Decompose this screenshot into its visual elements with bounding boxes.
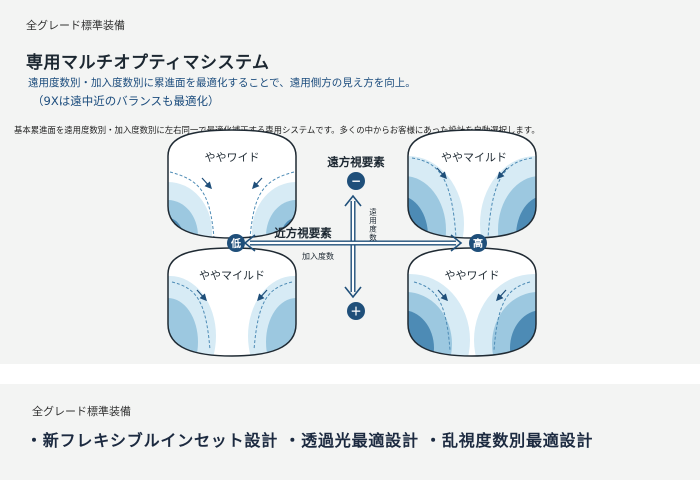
high-indicator <box>469 234 487 252</box>
lens-top-right <box>407 129 537 239</box>
svg-text:高: 高 <box>473 237 483 250</box>
lens-arrow-left <box>436 167 447 180</box>
lens-bottom-left <box>167 247 297 357</box>
feature-list: ・新フレキシブルインセット設計 ・透過光最適設計 ・乱視度数別最適設計 <box>26 431 594 450</box>
subtitle-note: （9Xは遠中近のバランスも最適化） <box>32 94 220 108</box>
description: 基本累進面を遠用度数別・加入度数別に左右同一で最適化補正する専用システムです。多… <box>14 125 540 135</box>
far-power-axis <box>344 194 362 299</box>
page-title: 専用マルチオプティマシステム <box>26 53 270 73</box>
minus-icon <box>347 172 365 190</box>
add-power-axis <box>243 234 463 252</box>
lens-bottom-right <box>407 247 537 357</box>
lens-arrow-right <box>496 289 507 302</box>
svg-text:＋: ＋ <box>351 305 362 318</box>
near-element-label: 近方視要素 <box>274 226 332 240</box>
lens-label-top-right: ややマイルド <box>441 151 507 164</box>
svg-text:−: − <box>351 174 361 188</box>
svg-text:低: 低 <box>230 237 241 250</box>
lens-label-top-left: ややワイド <box>205 151 260 164</box>
bottom-panel <box>0 384 700 480</box>
lens-label-bottom-right: ややワイド <box>445 269 500 282</box>
add-power-label: 加入度数 <box>302 251 334 261</box>
far-power-label: 遠用度数 <box>368 207 377 243</box>
lens-arrow-right <box>252 177 263 190</box>
far-element-label: 遠方視要素 <box>327 155 385 169</box>
lens-arrow-left <box>201 177 212 190</box>
subtitle: 遠用度数別・加入度数別に累進面を最適化することで、遠用側方の見え方を向上。 <box>28 77 416 89</box>
section-divider <box>0 364 700 384</box>
standard-equipment-tag: 全グレード標準装備 <box>26 19 125 32</box>
lens-arrow-left <box>196 289 207 302</box>
lens-arrow-right <box>497 167 508 180</box>
footer-tag: 全グレード標準装備 <box>32 405 131 418</box>
lens-arrow-left <box>437 289 448 302</box>
plus-icon <box>347 302 365 320</box>
lens-label-bottom-left: ややマイルド <box>199 269 265 282</box>
lens-design-diagram: ややワイド ややマイルド <box>167 129 537 357</box>
low-indicator <box>227 234 245 252</box>
lens-arrow-right <box>257 289 268 302</box>
